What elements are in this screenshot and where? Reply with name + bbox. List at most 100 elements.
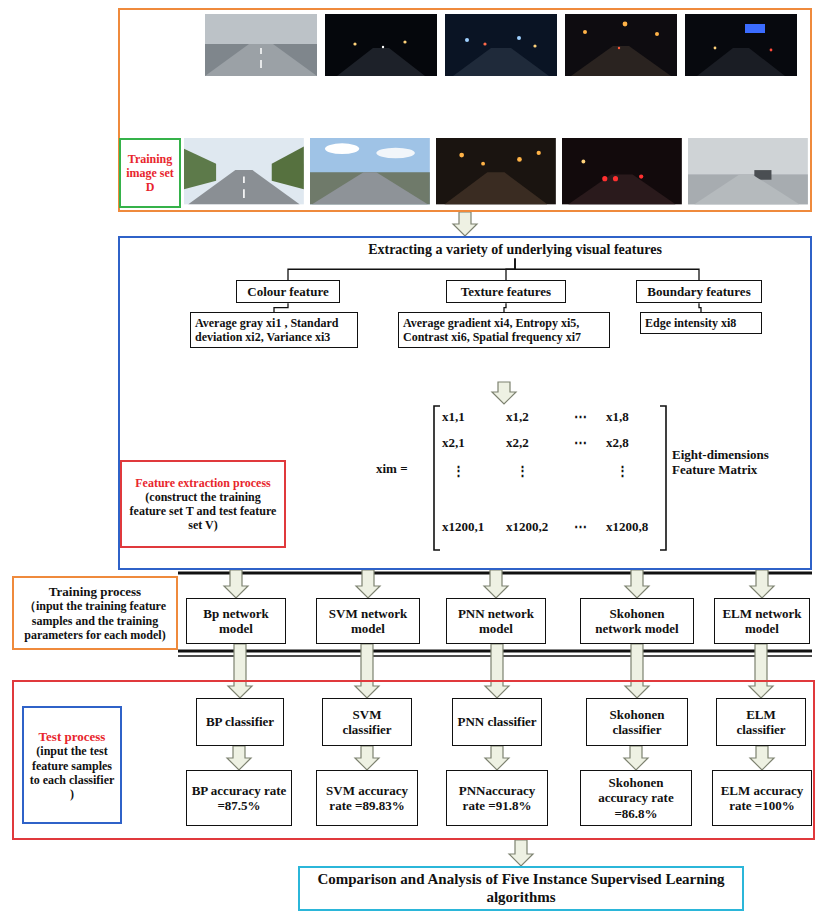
model-box: PNN network model <box>446 598 546 644</box>
model-box: Bp network model <box>186 598 286 644</box>
block-arrow <box>356 570 380 598</box>
matrix-caption: Eight-dimensions Feature Matrix <box>672 448 806 478</box>
feature-list-box: Average gray xi1 , Standard deviation xi… <box>190 312 358 348</box>
tree-line <box>288 259 515 280</box>
note-text: (input the test feature samples to each … <box>28 744 116 801</box>
matrix-cell: x1200,1 <box>442 520 484 535</box>
matrix-dots: ⋮ <box>452 464 465 479</box>
tree-line <box>274 303 288 312</box>
node-text: Skohonen accuracy rate =86.8% <box>585 775 687 821</box>
node-text: Skohonen classifier <box>591 707 683 738</box>
road-photo <box>205 14 317 76</box>
heading-text: Extracting a variety of underlying visua… <box>300 242 730 259</box>
classifier-box: BP classifier <box>196 698 284 746</box>
matrix-cell: x2,8 <box>606 436 629 451</box>
node-text: ELM network model <box>719 606 805 637</box>
block-arrow <box>224 570 248 598</box>
block-arrow <box>509 840 533 866</box>
matrix-bracket <box>434 406 440 550</box>
node-text: Colour feature <box>241 284 335 299</box>
process-note-box: Training process（input the training feat… <box>12 576 178 650</box>
model-box: ELM network model <box>714 598 810 644</box>
block-arrow <box>227 746 251 770</box>
road-photo <box>688 138 808 204</box>
note-text: (construct the training feature set T an… <box>126 490 280 532</box>
node-text: Bp network model <box>191 606 281 637</box>
road-photo <box>685 14 797 76</box>
feature-list-box: Average gradient xi4, Entropy xi5, Contr… <box>398 312 610 348</box>
node-text: Average gradient xi4, Entropy xi5, Contr… <box>403 316 605 344</box>
matrix-dots: ⋯ <box>574 436 587 451</box>
matrix-cell: x2,1 <box>442 436 465 451</box>
node-text: Skohonen network model <box>585 606 689 637</box>
node-text: Average gray xi1 , Standard deviation xi… <box>195 316 353 344</box>
node-text: ELM classifier <box>721 707 801 738</box>
classifier-box: ELM classifier <box>716 698 806 746</box>
model-box: SVM network model <box>316 598 420 644</box>
classifier-box: Skohonen classifier <box>586 698 688 746</box>
tree-line <box>504 303 506 312</box>
accuracy-box: BP accuracy rate =87.5% <box>186 770 292 826</box>
classifier-box: PNN classifier <box>452 698 542 746</box>
note-title: Test process <box>28 729 116 744</box>
road-photo <box>445 14 557 76</box>
node-text: PNN classifier <box>457 714 537 729</box>
feature-box: Colour feature <box>236 280 340 303</box>
block-arrow <box>625 570 649 598</box>
result-box: Comparison and Analysis of Five Instance… <box>298 866 744 911</box>
node-text: SVM classifier <box>327 707 407 738</box>
node-text: Extracting a variety of underlying visua… <box>300 242 730 259</box>
block-arrow <box>355 644 379 698</box>
matrix-dots: ⋯ <box>574 520 587 535</box>
matrix-cell: x1,1 <box>442 410 465 425</box>
matrix-dots: ⋮ <box>616 464 629 479</box>
accuracy-box: Skohonen accuracy rate =86.8% <box>580 770 692 826</box>
road-photo <box>565 14 677 76</box>
block-arrow <box>750 570 774 598</box>
block-arrow <box>485 746 509 770</box>
tree-line <box>515 259 699 280</box>
model-box: Skohonen network model <box>580 598 694 644</box>
node-text: Texture features <box>451 284 561 299</box>
image-set-panel: Training image set D <box>118 8 812 212</box>
test-panel: Test process(input the test feature samp… <box>12 680 815 840</box>
node-text: SVM network model <box>321 606 415 637</box>
classifier-box: SVM classifier <box>322 698 412 746</box>
feature-box: Texture features <box>446 280 566 303</box>
block-arrow <box>484 570 508 598</box>
matrix-dots: ⋯ <box>574 410 587 425</box>
road-photo <box>562 138 682 204</box>
matrix-cell: x2,2 <box>506 436 529 451</box>
note-text: （input the training feature samples and … <box>18 599 172 641</box>
road-photo <box>325 14 437 76</box>
block-arrow <box>355 746 379 770</box>
node-text: Boundary features <box>641 284 757 299</box>
matrix-bracket <box>660 406 666 550</box>
matrix-cell: x1,8 <box>606 410 629 425</box>
node-text: BP classifier <box>201 714 279 729</box>
block-arrow <box>750 746 774 770</box>
matrix-cell: x1200,8 <box>606 520 648 535</box>
note-title: Feature extraction process <box>126 476 280 490</box>
tree-line <box>506 259 515 280</box>
feature-box: Boundary features <box>636 280 762 303</box>
tree-line <box>699 303 701 312</box>
block-arrow <box>453 212 477 236</box>
process-note-box: Feature extraction process(construct the… <box>120 460 286 548</box>
block-arrow <box>492 382 516 404</box>
set-label-box: Training image set D <box>119 138 181 208</box>
matrix-cell: x1200,2 <box>506 520 548 535</box>
process-note-box: Test process(input the test feature samp… <box>22 706 122 824</box>
block-arrow <box>749 644 773 698</box>
node-text: SVM accuracy rate =89.83% <box>321 783 413 814</box>
node-text: BP accuracy rate =87.5% <box>191 783 287 814</box>
note-title: Training process <box>18 584 172 599</box>
road-photo <box>184 138 304 204</box>
node-text: Training image set D <box>123 152 177 194</box>
block-arrow <box>485 644 509 698</box>
node-text: PNNaccuracy rate =91.8% <box>451 783 543 814</box>
road-photo <box>436 138 556 204</box>
matrix-dots: ⋮ <box>516 464 529 479</box>
accuracy-box: SVM accuracy rate =89.83% <box>316 770 418 826</box>
block-arrow <box>228 644 252 698</box>
